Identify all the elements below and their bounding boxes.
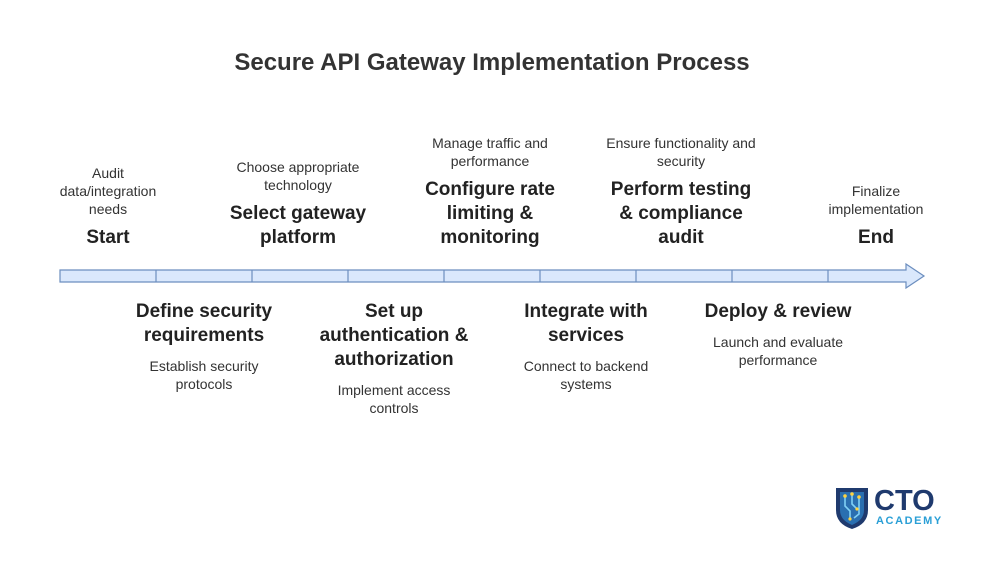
step-configure-rate-limiting-description: Manage traffic and performance xyxy=(432,135,548,169)
step-end-label: End xyxy=(858,227,894,248)
step-authentication-label: Set up authentication & authorization xyxy=(319,301,469,370)
step-deploy-review: Deploy & review Launch and evaluate perf… xyxy=(703,300,853,369)
cto-academy-logo: CTO ACADEMY xyxy=(834,486,954,530)
logo-text-main: CTO xyxy=(874,485,935,517)
step-deploy-review-label: Deploy & review xyxy=(704,301,852,322)
logo-text-sub: ACADEMY xyxy=(876,515,943,527)
step-authentication-description: Implement access controls xyxy=(337,382,451,416)
step-testing-compliance-label: Perform testing & compliance audit xyxy=(610,179,752,248)
diagram-title: Secure API Gateway Implementation Proces… xyxy=(234,49,750,76)
step-start: Audit data/integration needs Start xyxy=(48,164,168,250)
step-select-gateway: Choose appropriate technology Select gat… xyxy=(223,158,373,250)
step-end-description: Finalize implementation xyxy=(828,183,924,217)
timeline-arrow-body xyxy=(59,262,926,290)
step-define-security-description: Establish security protocols xyxy=(149,358,259,392)
step-select-gateway-label: Select gateway platform xyxy=(229,203,367,248)
step-select-gateway-description: Choose appropriate technology xyxy=(236,159,360,193)
step-integrate-services-description: Connect to backend systems xyxy=(523,358,649,392)
step-integrate-services: Integrate with services Connect to backe… xyxy=(501,300,671,393)
step-configure-rate-limiting: Manage traffic and performance Configure… xyxy=(405,134,575,250)
shield-icon xyxy=(836,488,868,529)
step-start-label: Start xyxy=(86,227,130,248)
step-testing-compliance: Ensure functionality and security Perfor… xyxy=(606,134,756,250)
step-define-security-label: Define security requirements xyxy=(135,301,273,346)
step-define-security: Define security requirements Establish s… xyxy=(129,300,279,393)
step-integrate-services-label: Integrate with services xyxy=(524,301,648,346)
step-testing-compliance-description: Ensure functionality and security xyxy=(606,135,756,169)
step-end: Finalize implementation End xyxy=(816,182,936,250)
step-configure-rate-limiting-label: Configure rate limiting & monitoring xyxy=(425,179,555,248)
step-deploy-review-description: Launch and evaluate performance xyxy=(713,334,843,368)
step-start-description: Audit data/integration needs xyxy=(59,165,157,217)
step-authentication: Set up authentication & authorization Im… xyxy=(319,300,469,417)
